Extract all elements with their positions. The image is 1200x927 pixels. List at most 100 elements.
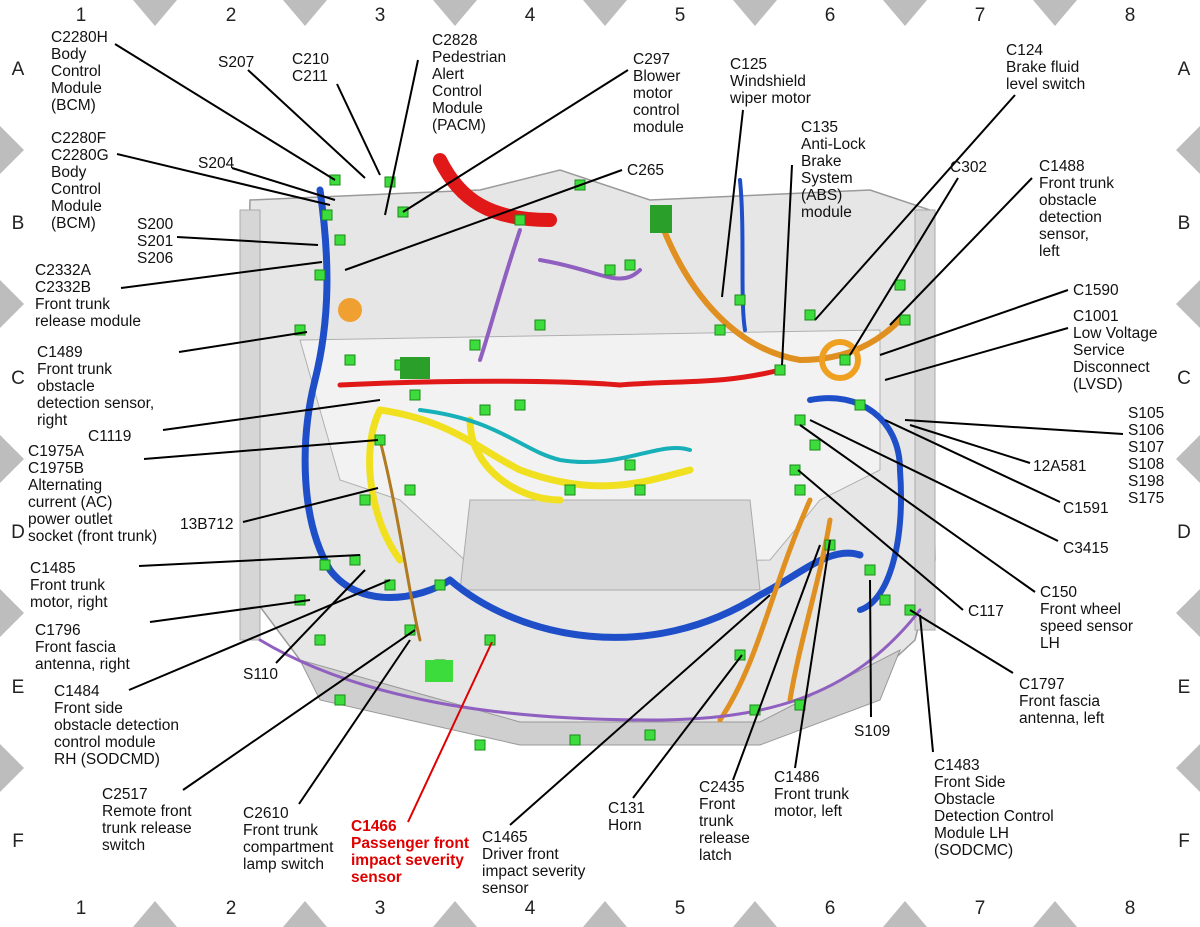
leader-line	[247, 69, 366, 179]
grid-row-a-left: A	[11, 59, 25, 80]
border-triangle	[1176, 280, 1200, 328]
callout-c124: C124 Brake fluid level switch	[1006, 42, 1086, 93]
connector-marker	[334, 694, 346, 706]
callout-c265: C265	[627, 162, 665, 179]
callout-c150: C150 Front wheel speed sensor LH	[1040, 584, 1134, 652]
callout-c2280h: C2280H Body Control Module (BCM)	[51, 29, 108, 114]
grid-col-4-top: 4	[524, 5, 536, 26]
border-triangle	[583, 901, 627, 927]
callout-c210-c211: C210 C211	[292, 51, 330, 85]
connector-marker	[749, 704, 761, 716]
leader-line	[384, 59, 419, 216]
leader-line	[909, 609, 1014, 674]
leader-line	[632, 654, 743, 799]
grid-col-1-bottom: 1	[75, 898, 87, 919]
callout-s204: S204	[198, 155, 235, 172]
callout-c2828: C2828 Pedestrian Alert Control Module (P…	[432, 32, 507, 134]
border-triangle	[1033, 901, 1077, 927]
border-triangle	[133, 0, 177, 26]
grid-row-b-right: B	[1177, 213, 1191, 234]
leader-line	[176, 236, 319, 246]
leader-line	[721, 109, 744, 298]
leader-line	[128, 579, 391, 691]
grid-col-7-bottom: 7	[974, 898, 986, 919]
callout-c3415: C3415	[1063, 540, 1109, 557]
connector-marker	[359, 494, 371, 506]
callout-c1483: C1483 Front Side Obstacle Detection Cont…	[934, 757, 1054, 859]
callout-c1488: C1488 Front trunk obstacle detection sen…	[1039, 158, 1114, 260]
connector-block	[650, 205, 672, 233]
connector-marker	[624, 259, 636, 271]
connector-marker	[569, 734, 581, 746]
leader-line	[909, 424, 1031, 464]
connector-marker	[634, 484, 646, 496]
connector-marker	[474, 739, 486, 751]
connector-marker	[809, 439, 821, 451]
leader-line	[814, 94, 1016, 321]
callout-c1975: C1975A C1975B Alternating current (AC) p…	[28, 443, 158, 545]
border-triangle	[433, 0, 477, 26]
vehicle-body	[239, 169, 936, 746]
connector-marker	[794, 414, 806, 426]
grid-col-2-bottom: 2	[225, 898, 237, 919]
leader-line	[138, 554, 361, 567]
connector-marker	[314, 634, 326, 646]
leader-line	[162, 399, 381, 431]
connector-marker	[344, 354, 356, 366]
grid-col-4-bottom: 4	[524, 898, 536, 919]
leader-line	[884, 419, 1061, 503]
callout-s105-s175: S105 S106 S107 S108 S198 S175	[1128, 405, 1165, 507]
border-triangle	[883, 0, 927, 26]
border-triangle	[733, 901, 777, 927]
border-triangle	[133, 901, 177, 927]
leader-line	[919, 614, 934, 753]
leader-line	[298, 639, 411, 805]
grid-row-c-left: C	[11, 368, 25, 389]
leader-line	[143, 439, 379, 460]
grid-row-e-right: E	[1177, 677, 1191, 698]
border-triangle	[283, 901, 327, 927]
callout-s200-s201-s206: S200 S201 S206	[137, 216, 174, 267]
leader-line	[178, 331, 308, 353]
leader-line	[797, 469, 964, 611]
connector-marker	[774, 364, 786, 376]
leader-lines	[114, 43, 1124, 826]
callout-c2332: C2332A C2332B Front trunk release module	[35, 262, 141, 330]
leader-line	[114, 43, 336, 181]
grid-col-6-bottom: 6	[824, 898, 836, 919]
callout-s110: S110	[243, 666, 279, 683]
callout-c1797: C1797 Front fascia antenna, left	[1019, 676, 1105, 727]
grid-row-a-right: A	[1177, 59, 1191, 80]
callout-c2610: C2610 Front trunk compartment lamp switc…	[243, 805, 334, 873]
connector-marker	[314, 269, 326, 281]
callout-13b712: 13B712	[180, 516, 234, 533]
grid-row-c-right: C	[1177, 368, 1191, 389]
callout-c1466-highlight: C1466 Passenger front impact severity se…	[351, 818, 470, 886]
harness-wires	[258, 153, 922, 723]
grid-col-8-top: 8	[1124, 5, 1136, 26]
connector-block	[819, 339, 861, 381]
callout-c1486: C1486 Front trunk motor, left	[774, 769, 849, 820]
grid-col-2-top: 2	[225, 5, 237, 26]
callout-c2280f: C2280F C2280G Body Control Module (BCM)	[51, 130, 109, 232]
connector-marker	[804, 309, 816, 321]
leader-line	[732, 544, 821, 781]
connector-marker	[734, 294, 746, 306]
leader-line	[904, 419, 1124, 435]
connector-marker	[479, 404, 491, 416]
callout-c1796: C1796 Front fascia antenna, right	[35, 622, 130, 673]
grid-col-6-top: 6	[824, 5, 836, 26]
connector-marker	[864, 564, 876, 576]
callout-c1484: C1484 Front side obstacle detection cont…	[54, 683, 179, 768]
connector-marker	[789, 464, 801, 476]
callout-c125: C125 Windshield wiper motor	[730, 56, 811, 107]
callout-c1119: C1119	[88, 428, 132, 445]
border-triangle	[1176, 589, 1200, 637]
connector-marker	[899, 314, 911, 326]
border-triangle	[283, 0, 327, 26]
callout-c1489: C1489 Front trunk obstacle detection sen…	[37, 344, 155, 429]
border-triangle	[433, 901, 477, 927]
connector-block	[400, 357, 430, 379]
grid-col-5-top: 5	[674, 5, 686, 26]
